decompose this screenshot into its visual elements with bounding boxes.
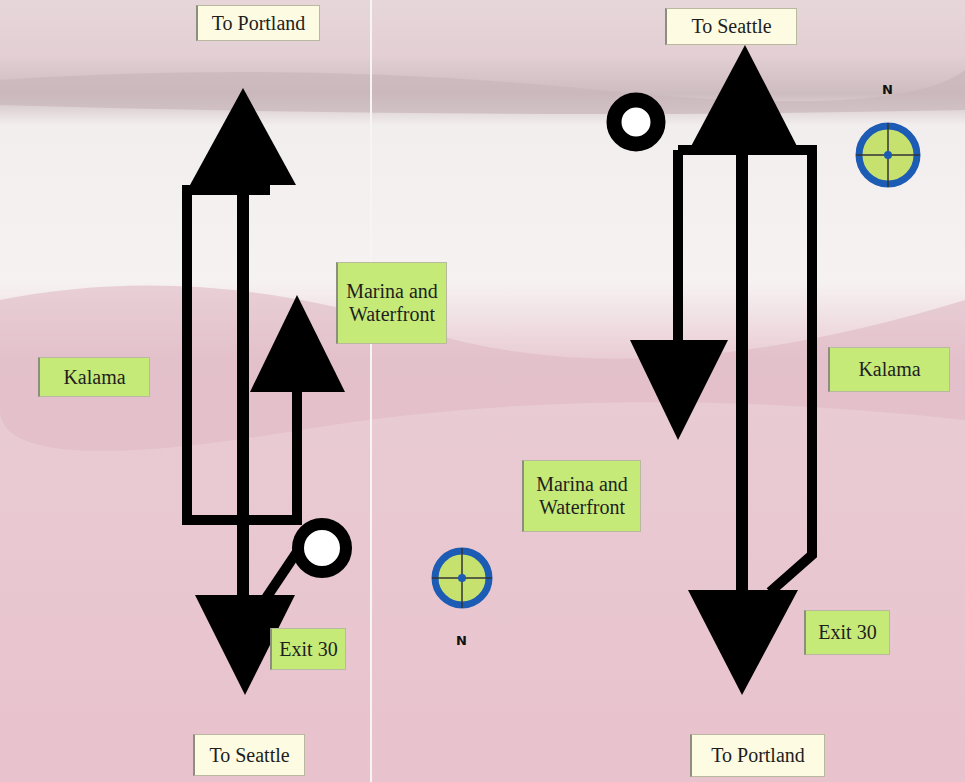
sign-text: Exit 30 — [818, 621, 876, 644]
sign-box: Kalama — [38, 357, 150, 397]
sign-box: To Portland — [690, 734, 825, 777]
sign-box: Kalama — [828, 347, 950, 392]
roundabout — [298, 524, 346, 572]
left-roads — [187, 175, 305, 625]
compass-rose — [856, 123, 920, 187]
highway — [736, 140, 748, 610]
sign-text: Exit 30 — [279, 638, 337, 661]
sign-text: To Portland — [711, 744, 805, 767]
sign-text: Kalama — [858, 358, 920, 381]
sign-text: Marina and Waterfront — [529, 473, 635, 519]
sign-text: To Seattle — [209, 744, 289, 767]
arrowhead — [250, 295, 345, 392]
roundabout — [614, 100, 658, 144]
sign-text: To Seattle — [691, 15, 771, 38]
compass-north: N — [456, 633, 467, 648]
sign-box: Exit 30 — [804, 610, 890, 655]
sign-box: To Seattle — [665, 8, 797, 45]
compass-center — [884, 151, 892, 159]
sign-box: To Seattle — [193, 734, 305, 776]
far-shore — [0, 70, 965, 114]
page-fold — [370, 0, 372, 782]
shore-band — [0, 285, 965, 450]
sign-box: Exit 30 — [270, 628, 346, 670]
highway — [237, 175, 249, 610]
sign-box: Marina and Waterfront — [522, 460, 641, 532]
sign-text: To Portland — [212, 12, 306, 35]
sign-text: Marina and Waterfront — [343, 280, 441, 326]
compass-center — [458, 574, 466, 582]
sign-box: Marina and Waterfront — [336, 262, 447, 344]
arrowhead — [630, 340, 728, 440]
arrowhead — [688, 45, 800, 152]
marina-road — [292, 385, 302, 525]
arrowhead — [688, 590, 798, 695]
compass-rose — [432, 548, 492, 608]
arrowhead — [190, 88, 296, 185]
marina-road — [673, 150, 683, 350]
sign-text: Kalama — [63, 366, 125, 389]
compass-north: N — [882, 82, 893, 97]
sign-box: To Portland — [196, 5, 320, 41]
